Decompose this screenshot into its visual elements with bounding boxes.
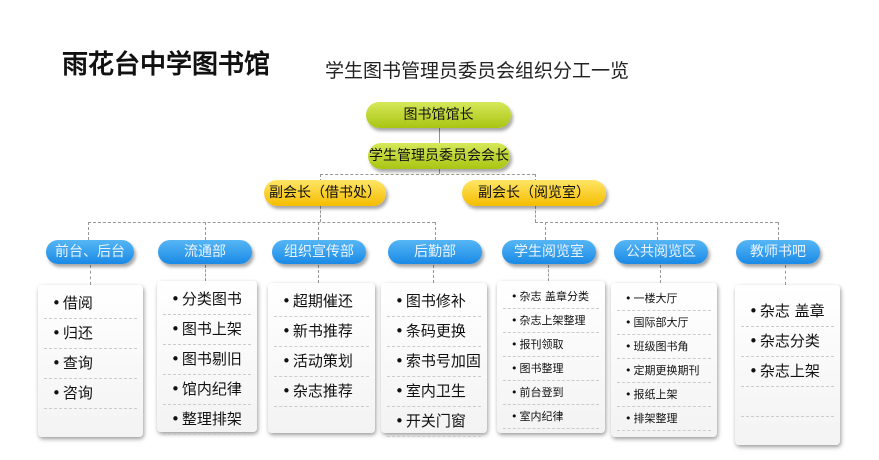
list-item: 借阅 — [44, 289, 137, 319]
list-item: 整理排架 — [163, 405, 251, 435]
page-subtitle: 学生图书管理员委员会组织分工一览 — [325, 60, 630, 82]
list-item: 图书整理 — [503, 357, 599, 381]
connector — [439, 168, 440, 174]
connector — [657, 222, 658, 240]
list-item: 图书修补 — [387, 287, 481, 317]
list-item: 咨询 — [44, 379, 137, 409]
list-item: 室内纪律 — [503, 405, 599, 429]
connector — [433, 265, 434, 283]
connector — [785, 265, 786, 285]
dept-logistics: 后勤部 — [388, 240, 482, 264]
list-item: 图书上架 — [163, 315, 251, 345]
connector — [205, 222, 206, 240]
dept-teacher-bar: 教师书吧 — [736, 240, 820, 264]
list-item: 排架整理 — [617, 407, 711, 431]
list-item: 杂志 盖章分类 — [503, 285, 599, 309]
connector — [660, 265, 661, 283]
dept-circulation: 流通部 — [158, 240, 252, 264]
connector — [318, 265, 319, 283]
list-item: 图书剔旧 — [163, 345, 251, 375]
connector — [320, 174, 321, 182]
list-item: 杂志上架整理 — [503, 309, 599, 333]
list-item: 归还 — [44, 319, 137, 349]
node-library-director: 图书馆馆长 — [366, 102, 511, 128]
connector — [88, 222, 89, 240]
connector — [88, 222, 435, 223]
list-item: 杂志 盖章 — [741, 297, 834, 327]
list-item: 新书推荐 — [274, 317, 369, 347]
list-item: 前台登到 — [503, 381, 599, 405]
task-list-teacher-bar: 杂志 盖章 杂志分类 杂志上架 — [735, 285, 840, 445]
list-item: 一楼大厅 — [617, 287, 711, 311]
list-item: 索书号加固 — [387, 347, 481, 377]
dept-public-reading: 公共阅览区 — [614, 240, 708, 264]
list-item: 杂志上架 — [741, 357, 834, 387]
connector — [90, 265, 91, 285]
task-list-student-reading: 杂志 盖章分类 杂志上架整理 报刊领取 图书整理 前台登到 室内纪律 — [497, 281, 605, 433]
list-item: 活动策划 — [274, 347, 369, 377]
task-list-front-back: 借阅 归还 查询 咨询 — [38, 285, 143, 437]
list-item: 报刊领取 — [503, 333, 599, 357]
dept-student-reading: 学生阅览室 — [502, 240, 596, 264]
task-list-logistics: 图书修补 条码更换 索书号加固 室内卫生 开关门窗 — [381, 283, 487, 437]
connector — [205, 265, 206, 281]
list-item: 国际部大厅 — [617, 311, 711, 335]
list-item: 条码更换 — [387, 317, 481, 347]
list-item: 杂志推荐 — [274, 377, 369, 407]
list-item: 分类图书 — [163, 285, 251, 315]
task-list-public-reading: 一楼大厅 国际部大厅 班级图书角 定期更换期刊 报纸上架 排架整理 — [611, 283, 717, 437]
list-item: 班级图书角 — [617, 335, 711, 359]
connector — [318, 222, 319, 240]
connector — [535, 222, 778, 223]
connector — [435, 222, 436, 240]
list-item: 查询 — [44, 349, 137, 379]
list-item: 馆内纪律 — [163, 375, 251, 405]
connector — [320, 174, 535, 175]
connector — [439, 128, 440, 146]
connector — [535, 206, 536, 222]
task-list-publicity: 超期催还 新书推荐 活动策划 杂志推荐 — [268, 283, 375, 433]
node-vice-chair-reading: 副会长（阅览室） — [462, 180, 606, 206]
connector — [535, 174, 536, 182]
page-title: 雨花台中学图书馆 — [62, 50, 271, 80]
list-item: 杂志分类 — [741, 327, 834, 357]
list-item: 超期催还 — [274, 287, 369, 317]
list-item: 定期更换期刊 — [617, 359, 711, 383]
list-item: 开关门窗 — [387, 407, 481, 437]
dept-publicity: 组织宣传部 — [272, 240, 366, 264]
task-list-circulation: 分类图书 图书上架 图书剔旧 馆内纪律 整理排架 — [157, 281, 257, 435]
list-item-empty — [741, 387, 834, 417]
connector — [778, 222, 779, 240]
list-item: 报纸上架 — [617, 383, 711, 407]
dept-front-back: 前台、后台 — [46, 240, 134, 264]
node-committee-chair: 学生管理员委员会会长 — [368, 143, 510, 169]
connector — [548, 265, 549, 281]
connector — [320, 206, 321, 222]
connector — [545, 222, 546, 240]
list-item: 室内卫生 — [387, 377, 481, 407]
node-vice-chair-lending: 副会长（借书处） — [264, 180, 386, 206]
